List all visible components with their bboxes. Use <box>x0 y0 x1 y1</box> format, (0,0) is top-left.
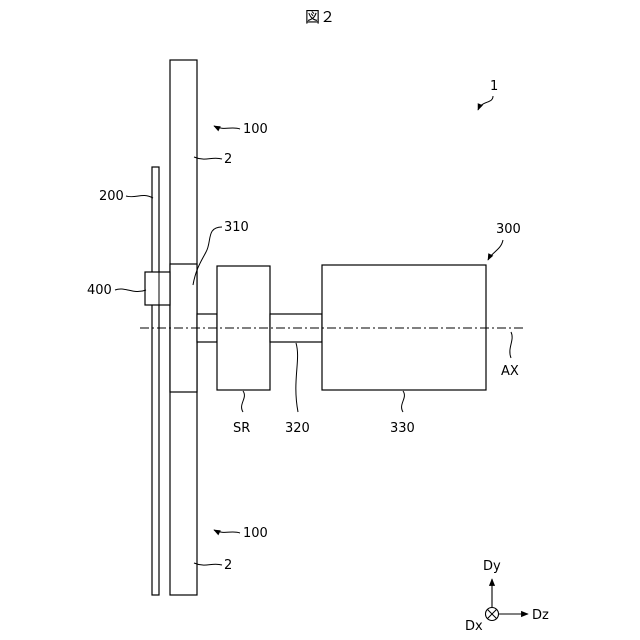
label-device: 1 <box>490 79 498 94</box>
leader-shaft <box>296 343 298 412</box>
label-plate: 200 <box>99 189 124 204</box>
leader-device <box>478 96 493 110</box>
leader-drive <box>488 240 503 260</box>
label-hub: 310 <box>224 220 249 235</box>
label-dx: Dx <box>465 619 483 634</box>
label-drive: 300 <box>496 222 521 237</box>
label-dy: Dy <box>483 559 501 574</box>
label-motor: 330 <box>390 421 415 436</box>
label-pin: 400 <box>87 283 112 298</box>
label-unit-upper: 100 <box>243 122 268 137</box>
label-unit-lower: 100 <box>243 526 268 541</box>
label-sr: SR <box>233 421 250 436</box>
pin-400 <box>145 272 170 305</box>
label-shaft: 320 <box>285 421 310 436</box>
label-axis: AX <box>501 364 519 379</box>
leader-sr <box>242 391 245 412</box>
label-blade-upper: 2 <box>224 152 232 167</box>
leader-axis <box>510 332 512 358</box>
leader-unit-lower <box>214 530 240 533</box>
label-dz: Dz <box>532 608 549 623</box>
leader-unit-upper <box>214 126 240 129</box>
leader-blade-upper <box>194 157 222 159</box>
motor-330 <box>322 265 486 390</box>
label-blade-lower: 2 <box>224 558 232 573</box>
figure-title: 図２ <box>305 8 335 26</box>
leader-blade-lower <box>194 563 222 565</box>
leader-motor <box>402 391 405 412</box>
leader-pin <box>115 289 146 292</box>
plate-200 <box>152 167 159 595</box>
leader-plate <box>126 195 153 198</box>
